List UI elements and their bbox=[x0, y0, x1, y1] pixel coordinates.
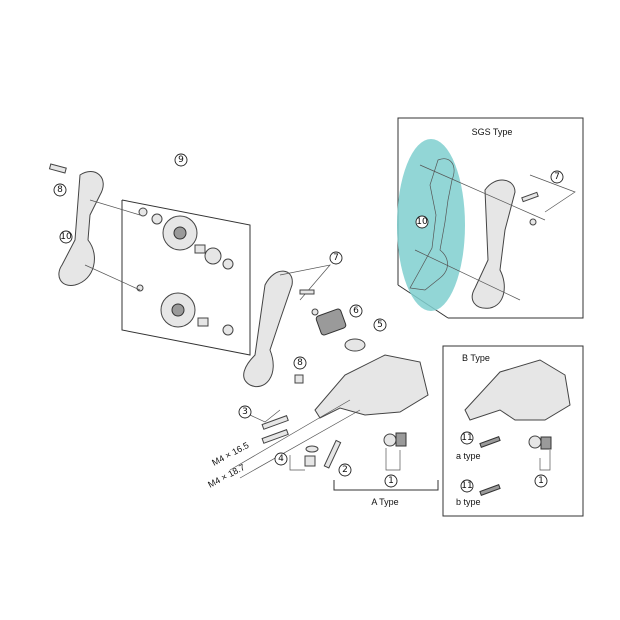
callout-3: 3 bbox=[238, 405, 252, 419]
svg-text:7: 7 bbox=[554, 172, 560, 182]
bolt-size-1: M4 × 16.5 bbox=[210, 440, 250, 468]
svg-text:3: 3 bbox=[242, 407, 248, 417]
bolt-size-2: M4 × 18.7 bbox=[206, 462, 246, 490]
svg-text:1: 1 bbox=[388, 476, 394, 486]
svg-text:8: 8 bbox=[297, 358, 303, 368]
callout-7: 7 bbox=[329, 251, 343, 265]
b-type-label: b type bbox=[456, 497, 481, 507]
callout-10: 10 bbox=[59, 230, 73, 244]
sgs-type-inset bbox=[397, 117, 584, 319]
callout-6: 6 bbox=[349, 304, 363, 318]
derailleur-body bbox=[314, 354, 429, 419]
svg-text:1: 1 bbox=[538, 476, 544, 486]
svg-text:6: 6 bbox=[353, 306, 359, 316]
callout-9: 9 bbox=[174, 153, 188, 167]
callout-8b: 8 bbox=[293, 356, 307, 370]
sgs-callout-7: 7 bbox=[550, 170, 564, 184]
svg-text:10: 10 bbox=[60, 232, 72, 242]
svg-text:8: 8 bbox=[57, 185, 63, 195]
a-type-label: a type bbox=[456, 451, 481, 461]
washer bbox=[344, 338, 366, 352]
callout-2: 2 bbox=[338, 463, 352, 477]
callout-5: 5 bbox=[373, 318, 387, 332]
callout-8: 8 bbox=[53, 183, 67, 197]
inner-plate-sgs bbox=[409, 158, 455, 291]
btype-callout-11a: 11 bbox=[460, 431, 474, 445]
highlight-ellipse bbox=[397, 139, 465, 311]
sgs-type-title: SGS Type bbox=[472, 127, 513, 137]
b-type-title: B Type bbox=[462, 353, 490, 363]
callout-1: 1 bbox=[384, 474, 398, 488]
outer-cage-plate bbox=[58, 171, 104, 286]
svg-text:11: 11 bbox=[461, 433, 472, 443]
a-type-title: A Type bbox=[371, 497, 398, 507]
svg-text:9: 9 bbox=[178, 155, 184, 165]
svg-text:4: 4 bbox=[278, 454, 284, 464]
b-type-derailleur bbox=[464, 359, 571, 421]
svg-text:2: 2 bbox=[342, 465, 348, 475]
svg-text:7: 7 bbox=[333, 253, 339, 263]
btype-callout-11b: 11 bbox=[460, 479, 474, 493]
spring bbox=[315, 308, 347, 336]
pulley-kit-group bbox=[121, 199, 251, 356]
inner-cage-plate bbox=[243, 270, 293, 387]
svg-text:10: 10 bbox=[416, 217, 428, 227]
svg-text:11: 11 bbox=[461, 481, 472, 491]
callout-4: 4 bbox=[274, 452, 288, 466]
outer-plate-sgs bbox=[471, 179, 516, 309]
b-type-inset bbox=[442, 345, 584, 517]
svg-text:5: 5 bbox=[377, 320, 383, 330]
btype-callout-1: 1 bbox=[534, 474, 548, 488]
sgs-callout-10: 10 bbox=[415, 215, 429, 229]
